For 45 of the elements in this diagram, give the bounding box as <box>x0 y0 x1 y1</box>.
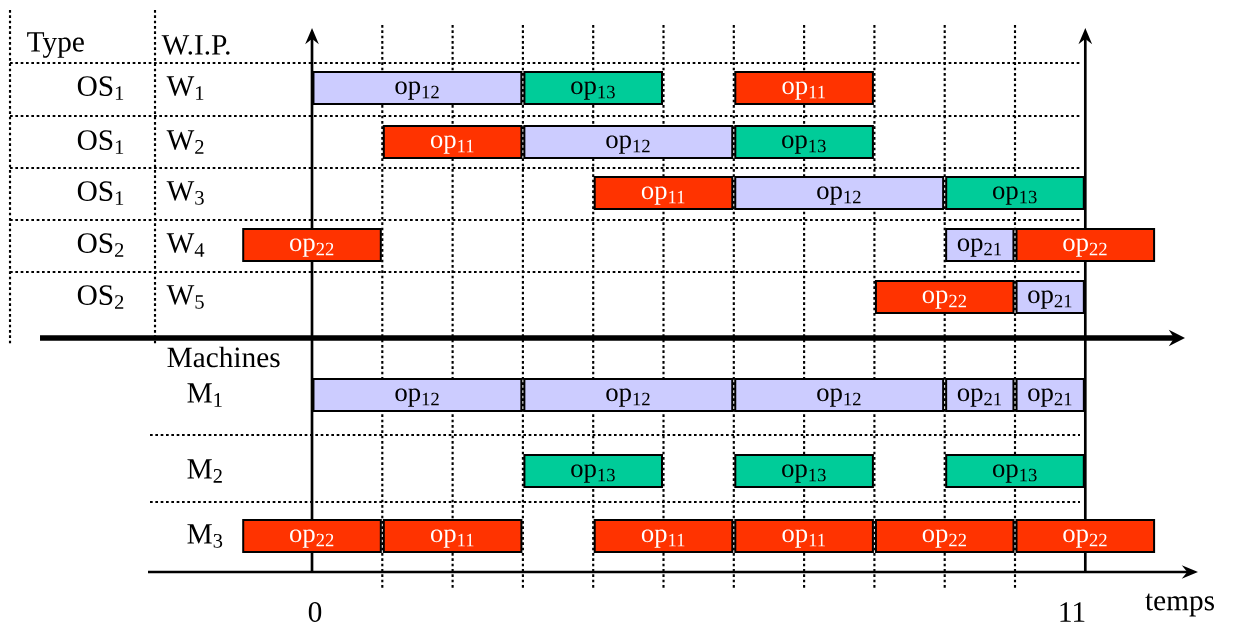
row-label: W$_{1}$ <box>166 76 204 100</box>
operation-bar: op$_{13}$ <box>734 125 874 159</box>
operation-bar: op$_{22}$ <box>242 519 382 553</box>
axis-label: temps <box>1145 593 1214 617</box>
operation-bar: op$_{13}$ <box>945 454 1085 488</box>
operation-bar: op$_{21}$ <box>945 378 1015 412</box>
column-header: W.I.P. <box>161 35 230 55</box>
operation-bar: op$_{22}$ <box>874 280 1015 314</box>
operation-bar: op$_{13}$ <box>523 71 663 105</box>
row-label: OS$_{1}$ <box>77 130 124 154</box>
row-label: W$_{3}$ <box>166 181 204 205</box>
row-label: OS$_{1}$ <box>77 181 124 205</box>
operation-bar: op$_{12}$ <box>312 378 523 412</box>
operation-bar: op$_{11}$ <box>593 519 734 553</box>
operation-bar: op$_{13}$ <box>523 454 663 488</box>
operation-bar: op$_{11}$ <box>382 125 523 159</box>
column-header: Type <box>27 32 84 58</box>
operation-bar: op$_{12}$ <box>523 125 734 159</box>
operation-bar: op$_{11}$ <box>734 71 874 105</box>
operation-bar: op$_{12}$ <box>523 378 734 412</box>
operation-bar: op$_{21}$ <box>1015 378 1085 412</box>
operation-bar: op$_{22}$ <box>1015 228 1156 262</box>
operation-bar: op$_{22}$ <box>1015 519 1156 553</box>
operation-bar: op$_{13}$ <box>734 454 874 488</box>
row-label: OS$_{2}$ <box>77 233 124 257</box>
operation-bar: op$_{12}$ <box>734 176 945 210</box>
operation-bar: op$_{11}$ <box>382 519 523 553</box>
operation-bar: op$_{11}$ <box>734 519 874 553</box>
operation-bar: op$_{22}$ <box>874 519 1015 553</box>
operation-bar: op$_{12}$ <box>312 71 523 105</box>
operation-bar: op$_{22}$ <box>242 228 382 262</box>
tick-label: 0 <box>308 602 322 622</box>
section-header: Machines <box>167 346 280 368</box>
operation-bar: op$_{21}$ <box>945 228 1015 262</box>
row-label: W$_{4}$ <box>166 233 205 257</box>
operation-bar: op$_{13}$ <box>945 176 1085 210</box>
operation-bar: op$_{11}$ <box>593 176 734 210</box>
row-label: OS$_{1}$ <box>77 76 124 100</box>
row-label: W$_{5}$ <box>166 285 204 309</box>
tick-label: 11 <box>1060 602 1085 622</box>
row-label: W$_{2}$ <box>166 130 204 154</box>
operation-bar: op$_{21}$ <box>1015 280 1085 314</box>
row-label: M$_{2}$ <box>187 459 222 483</box>
row-label: M$_{1}$ <box>187 383 222 407</box>
row-label: OS$_{2}$ <box>77 285 124 309</box>
